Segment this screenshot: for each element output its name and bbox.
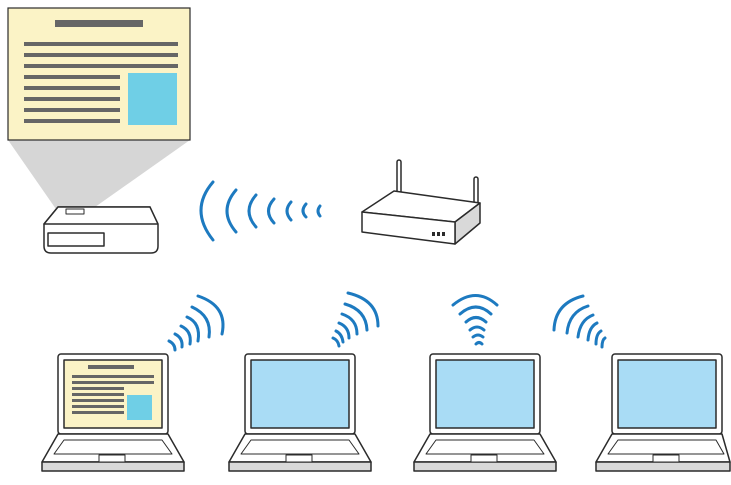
router-icon — [361, 159, 481, 245]
laptop-icon-2 — [228, 353, 372, 472]
wireless-signal-waves-laptop-1 — [167, 294, 225, 352]
projector-icon — [43, 206, 159, 254]
laptop-icon-1 — [41, 353, 185, 472]
laptop-icon-4 — [595, 353, 731, 472]
laptop-icon-3 — [413, 353, 557, 472]
laptop-document-icon — [72, 365, 154, 420]
wireless-signal-waves-projector — [199, 180, 322, 242]
wireless-signal-waves-laptop-3 — [451, 294, 499, 346]
wireless-signal-waves-laptop-4 — [552, 294, 607, 349]
wireless-signal-waves-laptop-2 — [331, 291, 380, 348]
projected-document-icon — [7, 7, 191, 141]
projection-beam — [8, 140, 190, 212]
